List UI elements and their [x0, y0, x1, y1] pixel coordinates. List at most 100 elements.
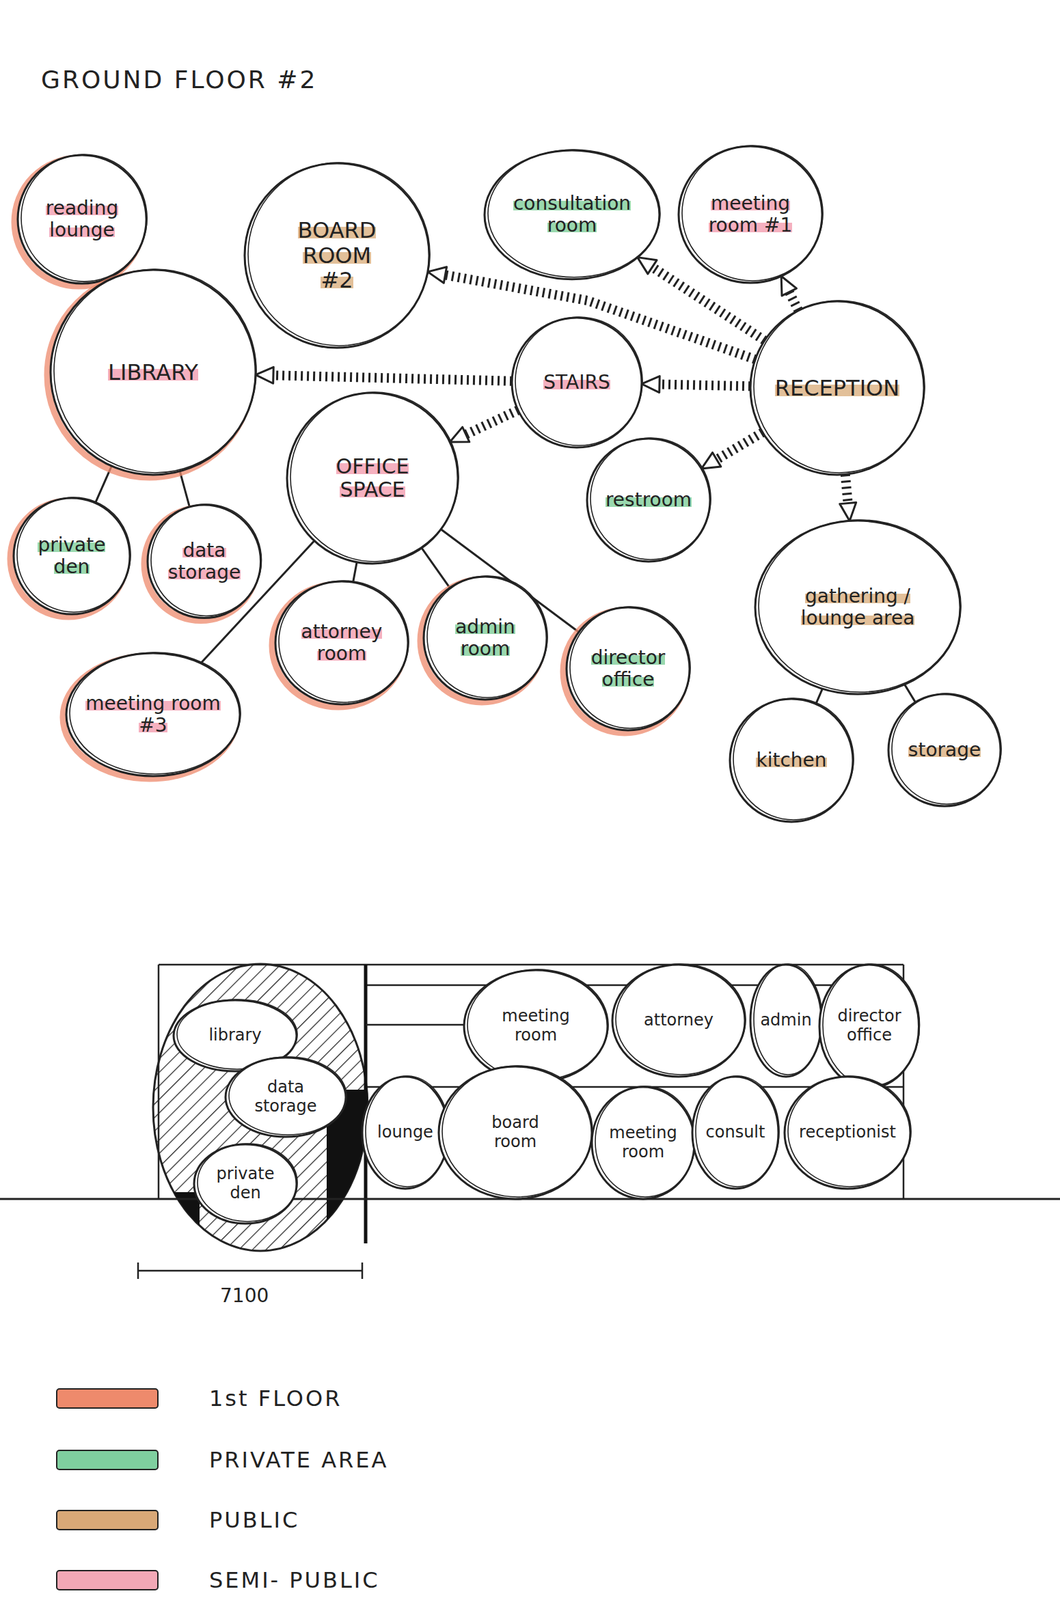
bubble-label: attorney room: [301, 620, 383, 665]
bubble-sketch-ring: [787, 1076, 912, 1188]
bubble-fill: [692, 1077, 779, 1190]
bubble-node: reading lounge: [17, 155, 147, 284]
section-bubble: private den: [194, 1144, 297, 1225]
bubble-text: library: [208, 1026, 262, 1046]
bubble-text: private den: [207, 1165, 283, 1203]
arrow-head: [701, 452, 721, 469]
arrow-head: [255, 367, 274, 384]
bubble-label: kitchen: [755, 749, 827, 772]
bubble-text: private den: [27, 534, 117, 579]
hatched-link: [273, 375, 512, 381]
plain-link: [421, 548, 450, 588]
bubble-sketch-ring: [822, 964, 920, 1087]
bubble-sketch-ring: [569, 606, 691, 729]
bubble-sketch-ring: [487, 149, 661, 278]
bubble-fill: [423, 576, 547, 700]
connector: [904, 684, 916, 703]
bubble-node: meeting room #1: [678, 146, 823, 283]
legend-swatch: [56, 1450, 159, 1471]
bubble-sketch-ring: [733, 698, 854, 821]
hatched-link: [466, 410, 519, 435]
bubble-label: library: [208, 1025, 262, 1045]
bubble-label: BOARD ROOM #2: [297, 217, 377, 294]
bubble-text: RECEPTION: [775, 375, 900, 402]
arrow-head: [449, 427, 470, 443]
bubble-sketch-ring: [442, 1066, 593, 1198]
plain-link: [353, 562, 358, 583]
bubble-label: meeting room #3: [85, 692, 221, 737]
bubble-fill: [755, 520, 961, 695]
bubble-node: RECEPTION: [750, 301, 924, 475]
bubble-label: reading lounge: [45, 196, 119, 242]
bubble-sketch-ring: [695, 1076, 780, 1188]
bubble-node: kitchen: [729, 699, 853, 823]
bubble-fill: [591, 1087, 695, 1200]
bubble-label: director office: [837, 1006, 901, 1045]
bubble-text: board room: [474, 1113, 557, 1152]
connector: [353, 562, 358, 583]
bubble-label: admin: [759, 1010, 812, 1030]
bubble-sketch-ring: [248, 162, 430, 346]
bubble-fill: [225, 1057, 346, 1138]
bubble-sketch-ring: [467, 969, 609, 1081]
connector: [255, 367, 512, 384]
bubble-label: LIBRARY: [107, 359, 199, 386]
legend-text: SEMI- PUBLIC: [209, 1567, 380, 1594]
bubble-label: director office: [591, 646, 666, 691]
bubble-sketch-ring: [753, 964, 823, 1076]
bubble-text: lounge: [377, 1123, 434, 1143]
section-bubble: director office: [819, 965, 920, 1089]
bubble-text: director office: [580, 647, 676, 691]
bubble-node: admin room: [423, 576, 547, 700]
dimension-line: [138, 1262, 363, 1280]
bubble-node: director office: [566, 607, 690, 731]
bubble-text: attorney: [643, 1011, 714, 1031]
section-bubble: admin: [750, 965, 822, 1078]
bubble-fill: [819, 965, 920, 1089]
arrow-head: [641, 376, 660, 393]
bubble-text: meeting room #3: [84, 692, 222, 737]
legend-swatch: [56, 1388, 159, 1410]
bubble-text: restroom: [605, 489, 692, 512]
section-bubble: meeting room: [464, 970, 608, 1083]
section-bubble: consult: [692, 1077, 779, 1190]
bubble-text: STAIRS: [543, 371, 610, 394]
connector: [179, 471, 190, 508]
bubble-fill: [438, 1066, 592, 1200]
connector: [421, 548, 450, 588]
bubble-node: consultation room: [484, 150, 660, 280]
hatched-link: [659, 384, 751, 387]
bubble-label: meeting room: [501, 1006, 570, 1045]
section-bubble: attorney: [612, 965, 745, 1078]
bubble-label: storage: [908, 738, 981, 762]
bubble-node: OFFICE SPACE: [287, 392, 458, 564]
bubble-text: storage: [908, 739, 981, 762]
bubble-fill: [13, 498, 130, 615]
bubble-fill: [287, 392, 458, 564]
bubble-fill: [729, 699, 853, 823]
bubble-fill: [678, 146, 823, 283]
bubble-label: restroom: [605, 488, 692, 512]
bubble-label: meeting room #1: [708, 192, 793, 237]
bubble-node: restroom: [587, 438, 711, 562]
bubble-fill: [147, 505, 262, 619]
bubble-text: receptionist: [798, 1123, 896, 1143]
bubble-node: BOARD ROOM #2: [244, 163, 430, 348]
bubble-label: gathering / lounge area: [800, 585, 916, 630]
bubble-node: storage: [888, 694, 1001, 807]
bubble-label: data storage: [168, 539, 241, 584]
legend-swatch: [56, 1510, 159, 1531]
legend-text: PRIVATE AREA: [209, 1447, 389, 1474]
bubble-node: meeting room #3: [66, 653, 240, 777]
arrow-head: [427, 267, 447, 284]
section-bubble: data storage: [225, 1057, 346, 1138]
bubble-label: data storage: [254, 1077, 317, 1117]
bubble-fill: [464, 970, 608, 1083]
bubble-fill: [66, 653, 240, 777]
hatched-link: [716, 432, 763, 460]
bubble-fill: [587, 438, 711, 562]
bubble-label: admin room: [455, 615, 516, 661]
bubble-sketch-ring: [891, 693, 1002, 805]
section-bubble: meeting room: [591, 1087, 695, 1200]
hatched-link: [789, 292, 799, 311]
